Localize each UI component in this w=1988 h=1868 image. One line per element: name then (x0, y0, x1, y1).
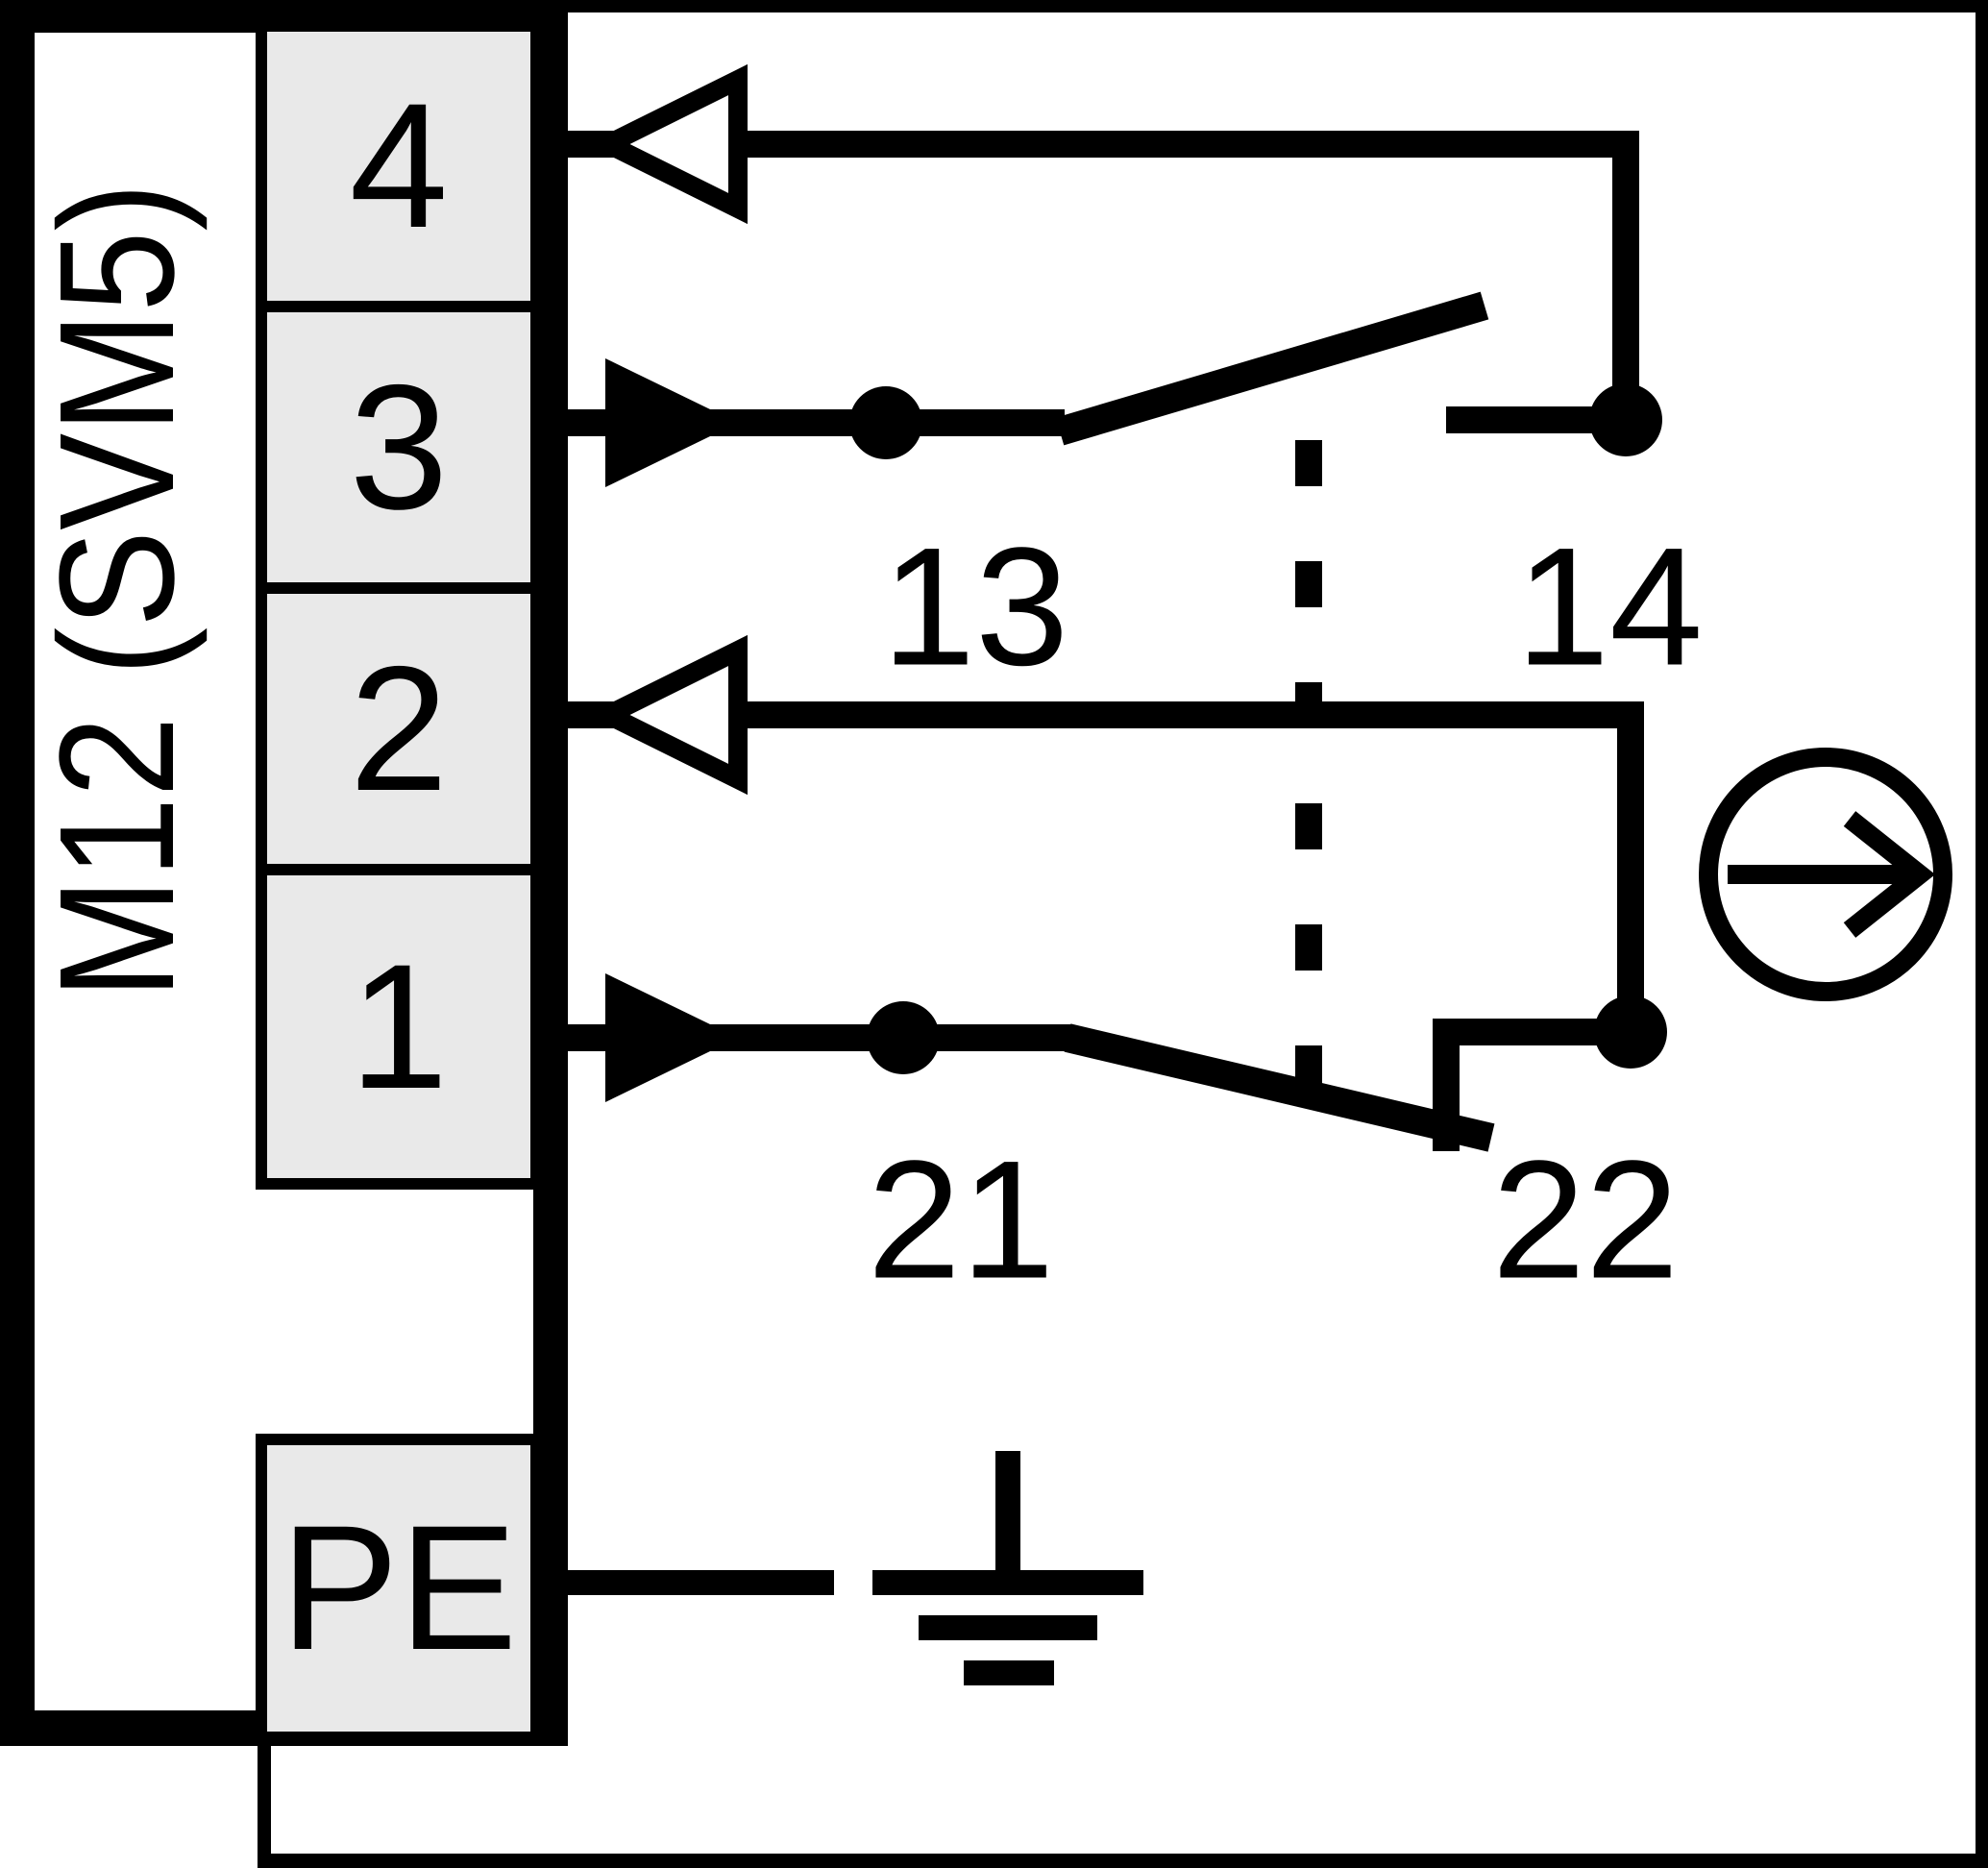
device-outline-top (568, 0, 1988, 12)
pin-label-2: 2 (350, 630, 449, 828)
earth-ground-bar-top (872, 1570, 1143, 1595)
actuation-direction-icon (1699, 748, 1952, 1001)
earth-ground-icon (872, 1451, 1143, 1685)
pin-label-4: 4 (350, 67, 449, 265)
pin-label-pe: PE (281, 1489, 518, 1687)
nc-contact-arm (1064, 1023, 1495, 1152)
actuation-direction-arrow-head (1843, 811, 1936, 938)
pin4-wire (568, 131, 1639, 420)
contact-13-dot (849, 386, 922, 459)
no-contact-arm (1055, 291, 1489, 446)
earth-ground-stem (995, 1451, 1020, 1583)
pin2-circuit (568, 634, 1667, 1151)
earth-ground-bar-middle (919, 1615, 1097, 1640)
pin-box-4 (256, 20, 542, 312)
contact-22-fixed-hook (1433, 1019, 1631, 1151)
pin-label-3: 3 (350, 349, 449, 547)
contact-14-dot (1589, 383, 1662, 456)
device-outline-bottom (258, 1854, 1988, 1868)
pin-label-1: 1 (350, 928, 449, 1126)
pin-block: 4 3 2 1 PE (256, 20, 542, 1743)
pin3-output-arrow-icon (605, 358, 738, 487)
pin1-output-arrow-icon (605, 973, 738, 1102)
contact-label-13: 13 (882, 514, 1069, 701)
pin3-circuit (568, 291, 1489, 487)
contact-label-14: 14 (1516, 514, 1704, 701)
contact-22-dot (1594, 995, 1667, 1069)
pin1-circuit (568, 973, 1495, 1152)
device-outline-notch (258, 1746, 271, 1854)
pe-circuit (568, 1451, 1143, 1685)
connector-label: M12 (SVM5) (26, 183, 209, 999)
pin4-circuit (568, 63, 1662, 456)
connector-outline-left (0, 0, 35, 1746)
pin-box-2 (256, 582, 542, 875)
pin2-wire (568, 701, 1644, 1032)
pin4-input-arrow-icon (586, 63, 748, 225)
earth-ground-bar-bottom (964, 1660, 1054, 1685)
contact-label-22: 22 (1492, 1127, 1680, 1315)
contact-21-dot (867, 1001, 940, 1074)
pin2-input-arrow-icon (586, 634, 748, 796)
pin-box-pe (256, 1434, 542, 1743)
device-outline-right (1976, 0, 1988, 1868)
pin-box-1 (256, 864, 542, 1190)
contact-label-21: 21 (868, 1127, 1055, 1315)
